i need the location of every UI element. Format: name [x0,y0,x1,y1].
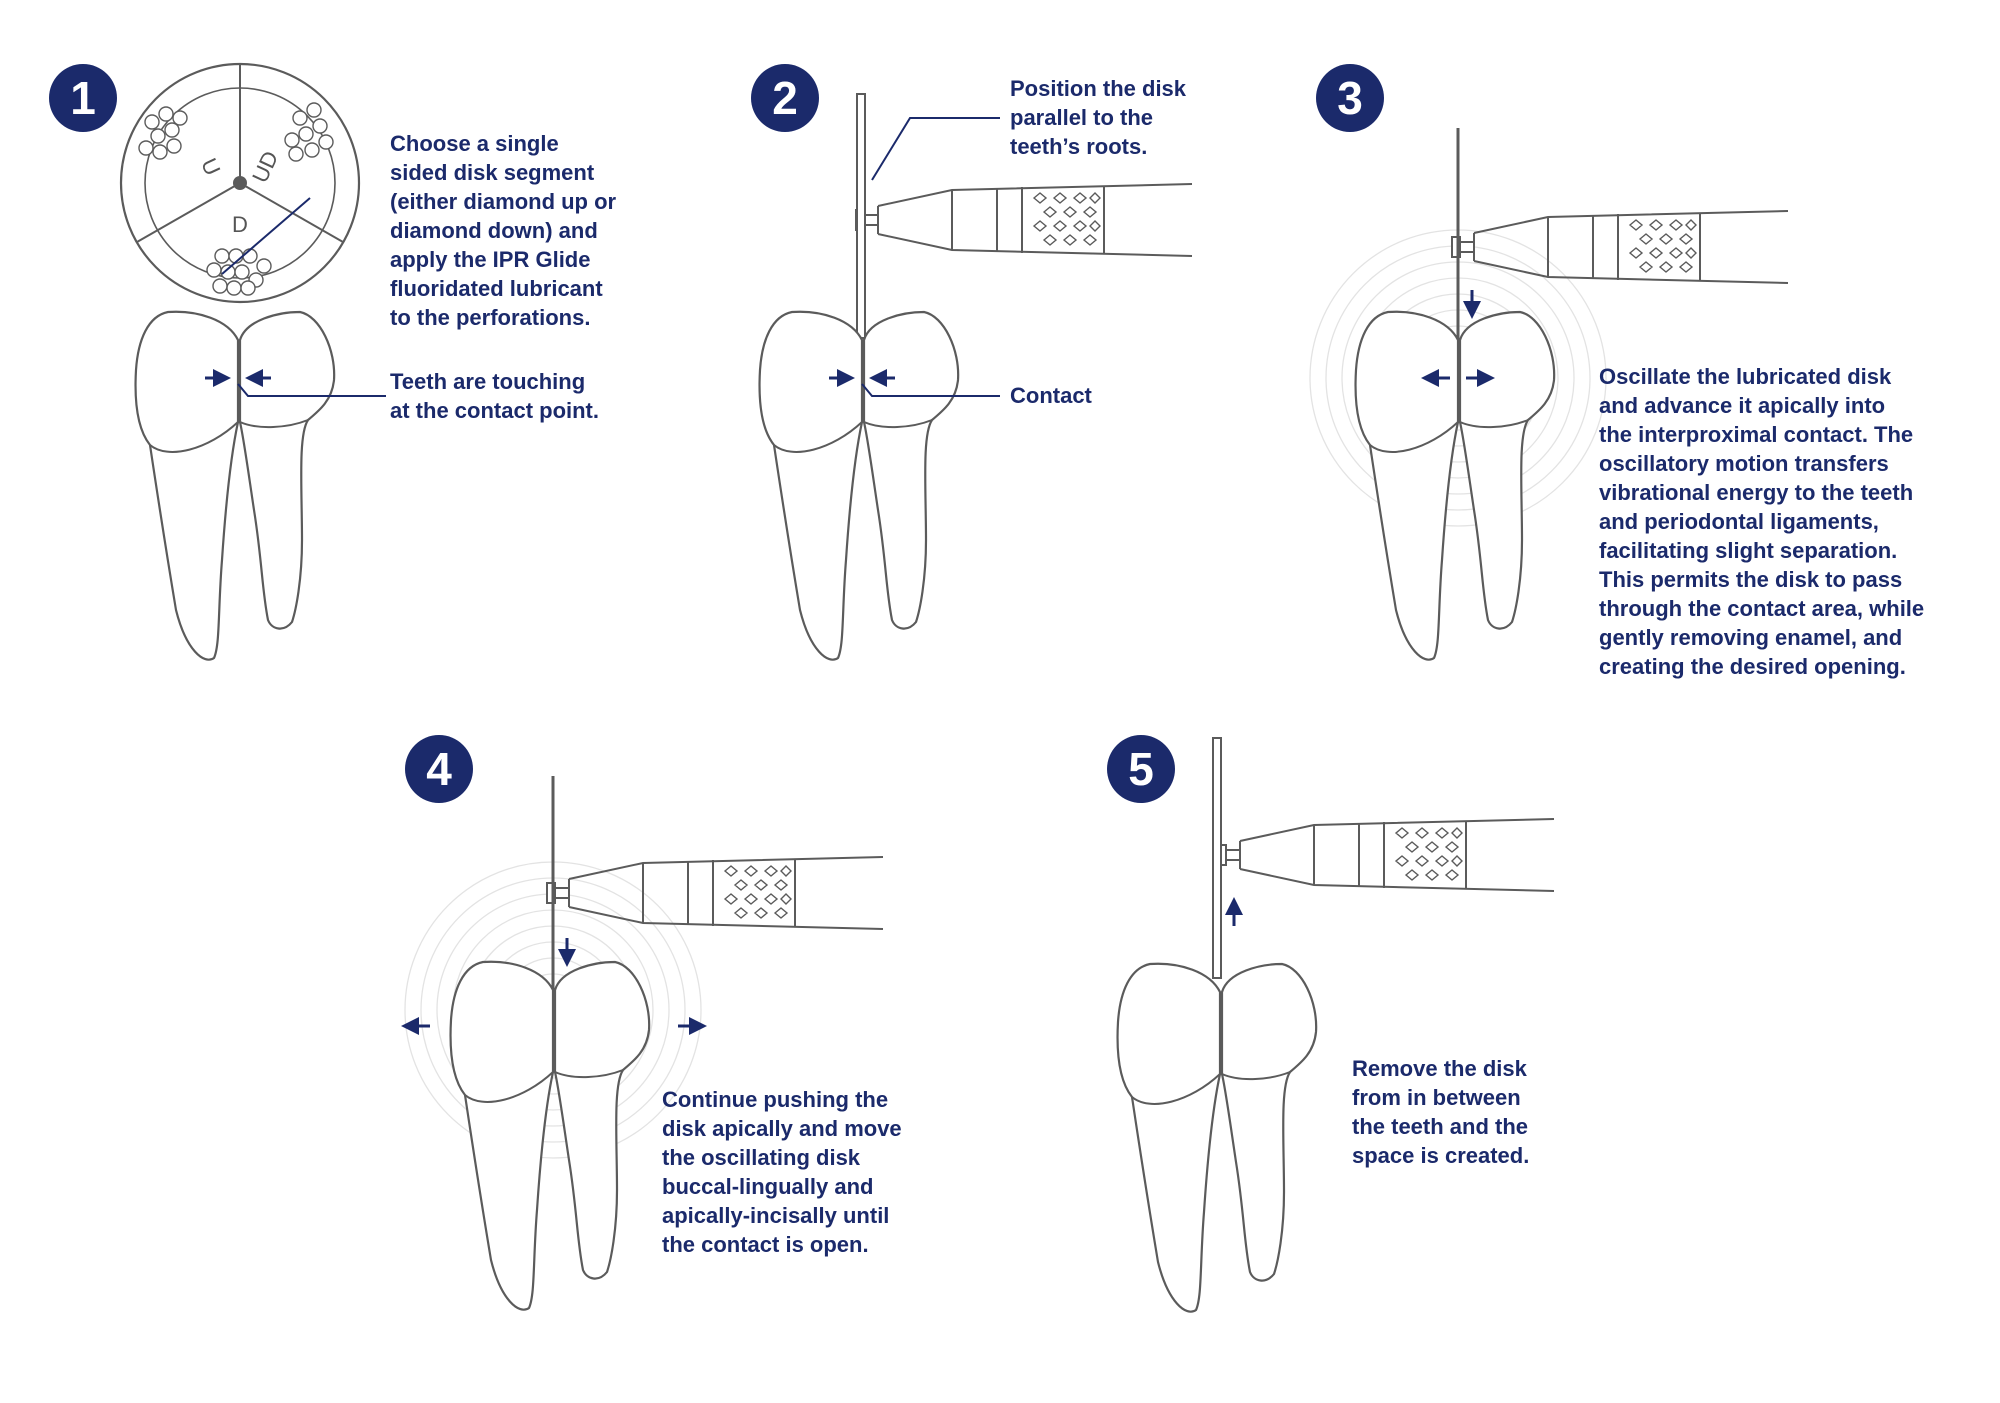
step-3-text: Oscillate the lubricated disk and advanc… [1599,364,1925,679]
step-2-illustration [758,93,1193,661]
handpiece-icon [1217,818,1555,892]
tooth-icon [1116,962,1318,1313]
step-1-badge: 1 [49,64,117,132]
step-5-text: Remove the disk from in between the teet… [1352,1056,1530,1168]
step-4-illustration [401,776,884,1311]
step-3-badge: 3 [1316,64,1384,132]
handpiece-icon [855,183,1193,257]
step-2-text: Position the disk parallel to the teeth’… [1010,76,1187,159]
handpiece-icon [546,856,884,930]
step-5-illustration [1116,737,1555,1313]
step-2-badge: 2 [751,64,819,132]
step-4-text: Continue pushing the disk apically and m… [662,1087,902,1257]
step-1-illustration: U UD D [119,62,386,661]
handpiece-icon [1451,210,1789,284]
disk-segment-icon: U UD D [119,62,361,304]
step-3-illustration [1309,128,1789,661]
tooth-icon [1354,310,1556,661]
tooth-icon [134,310,336,661]
tooth-icon [758,310,960,661]
tooth-icon [449,960,651,1311]
segment-label-d: D [232,212,248,237]
step-1-text: Choose a single sided disk segment (eith… [390,131,617,330]
step-5-badge: 5 [1107,735,1175,803]
step-2-callout: Contact [1010,383,1092,408]
step-4-badge: 4 [405,735,473,803]
step-1-callout: Teeth are touching at the contact point. [390,369,599,423]
